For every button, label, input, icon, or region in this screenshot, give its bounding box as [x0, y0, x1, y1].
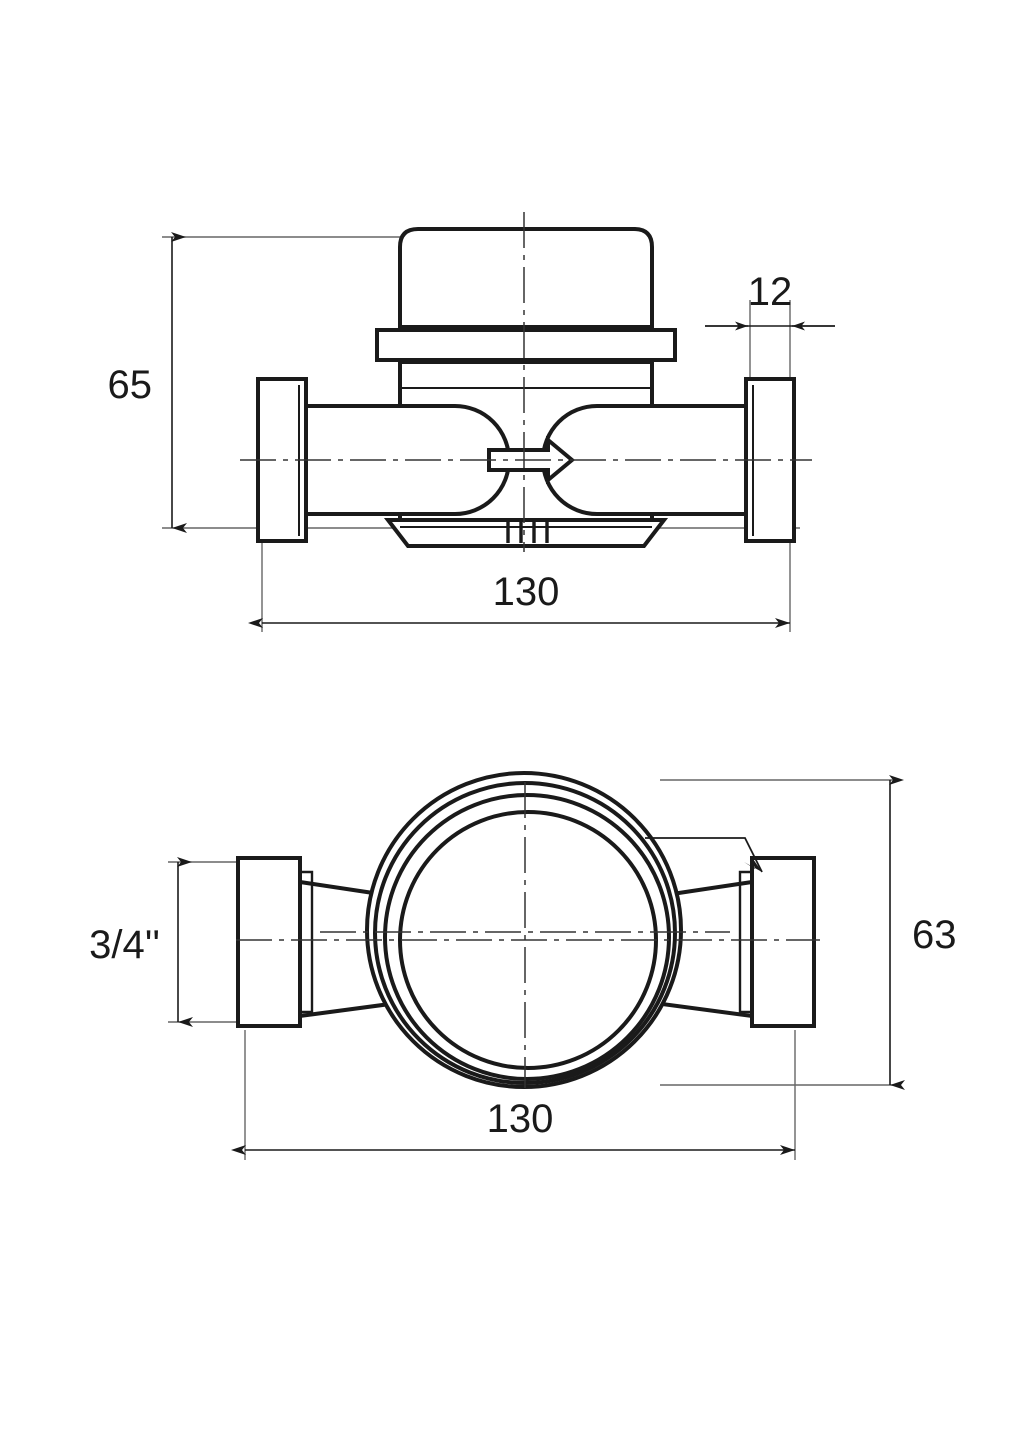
- top-view-group: 65 12 130: [108, 212, 835, 632]
- right-flange-plan: [750, 856, 816, 1028]
- concentric-body-rings: [365, 771, 683, 1089]
- dim-thread-34: 3/4'': [89, 857, 193, 1027]
- dim-length-130-top: 130: [248, 570, 790, 628]
- dim-label-length-bottom: 130: [487, 1097, 554, 1141]
- top-view-centerlines: [240, 212, 812, 552]
- dim-length-130-bottom: 130: [231, 1097, 795, 1155]
- dim-width-63: 63: [889, 775, 957, 1090]
- leader-line-to-flange: [645, 837, 763, 873]
- bottom-view-detail-lines: [298, 870, 754, 1014]
- dim-label-height: 65: [108, 363, 153, 407]
- left-flange-plan: [236, 856, 302, 1028]
- flange-collar-band: [375, 328, 677, 362]
- register-housing: [398, 227, 654, 329]
- dim-height-65: 65: [108, 232, 187, 533]
- dim-label-flange: 12: [748, 270, 793, 314]
- dim-label-width: 63: [912, 913, 957, 957]
- bottom-view-group: 3/4'' 63 130: [89, 771, 957, 1160]
- bottom-view-centerlines: [236, 782, 820, 1088]
- dim-flange-12: 12: [705, 270, 835, 331]
- dim-label-thread: 3/4'': [89, 923, 160, 967]
- base-skirt: [383, 518, 669, 548]
- base-rib-ticks: [506, 522, 549, 543]
- dim-label-length-top: 130: [493, 570, 560, 614]
